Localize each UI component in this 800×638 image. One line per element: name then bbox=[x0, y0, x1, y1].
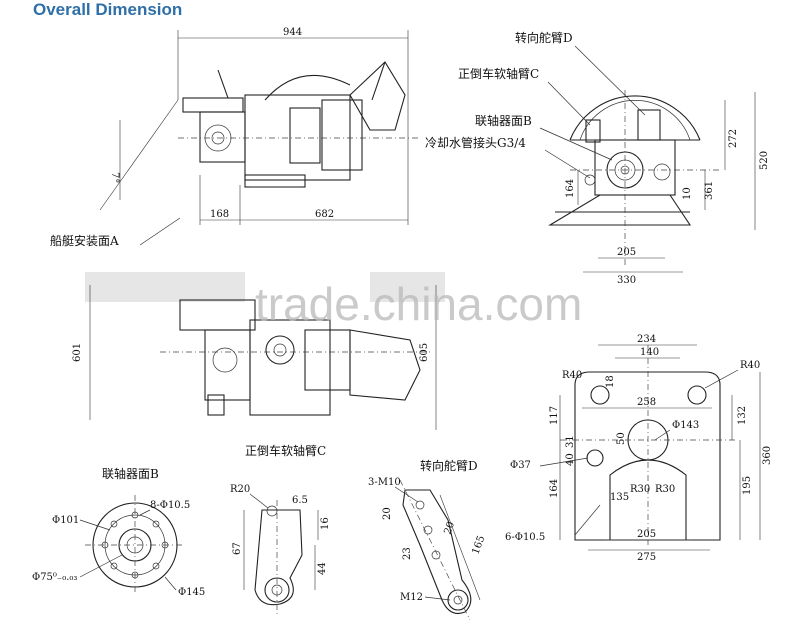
dim-40: 40 bbox=[565, 453, 576, 466]
mount-face-view: 234 140 R40 R40 18 258 117 132 31 40 50 … bbox=[505, 334, 773, 563]
coupling-face-title: 联轴器面B bbox=[102, 466, 159, 481]
dim-601: 601 bbox=[72, 343, 83, 362]
label-shift-arm-c: 正倒车软轴臂C bbox=[458, 66, 539, 81]
steering-arm-detail: 转向舵臂D 3-M10 20 20 165 23 M12 bbox=[368, 458, 487, 621]
dim-360: 360 bbox=[762, 446, 773, 465]
dim-330: 330 bbox=[617, 275, 636, 286]
front-view: 转向舵臂D 正倒车软轴臂C 联轴器面B 冷却水管接头G3/4 272 520 1… bbox=[425, 30, 770, 286]
dim-50: 50 bbox=[616, 432, 627, 445]
dim-phi101: Φ101 bbox=[52, 515, 79, 526]
dim-phi75: Φ75⁰₋₀.₀₃ bbox=[32, 572, 77, 583]
dim-67: 67 bbox=[232, 542, 243, 555]
dim-7deg: 7° bbox=[109, 172, 120, 183]
watermark: trade.china.com bbox=[255, 278, 582, 330]
dim-195: 195 bbox=[742, 476, 753, 495]
dim-phi37: Φ37 bbox=[510, 460, 531, 471]
dim-3-m10: 3-M10 bbox=[368, 477, 401, 488]
dim-275: 275 bbox=[637, 552, 656, 563]
dim-6-phi10-5: 6-Φ10.5 bbox=[505, 532, 545, 543]
coupling-face-view: 联轴器面B 8-Φ10.5 Φ101 Φ75⁰₋₀.₀₃ Φ145 bbox=[32, 466, 205, 598]
dim-205-mount: 205 bbox=[637, 529, 656, 540]
side-view: 944 7° 168 682 船艇安装面A bbox=[50, 27, 420, 248]
dim-165: 165 bbox=[470, 534, 487, 556]
dim-605: 605 bbox=[419, 343, 430, 362]
dim-20-a: 20 bbox=[382, 507, 393, 520]
shift-arm-detail: R20 6.5 16 67 44 bbox=[230, 484, 331, 615]
dim-361: 361 bbox=[704, 181, 715, 200]
dim-135: 135 bbox=[610, 492, 629, 503]
dim-16: 16 bbox=[320, 517, 331, 530]
page-title: Overall Dimension bbox=[33, 0, 183, 19]
dim-682: 682 bbox=[315, 209, 334, 220]
dim-18: 18 bbox=[605, 375, 616, 388]
dim-520: 520 bbox=[759, 151, 770, 170]
dim-944: 944 bbox=[283, 27, 302, 38]
dim-8-phi10-5: 8-Φ10.5 bbox=[150, 500, 190, 511]
dim-117: 117 bbox=[549, 406, 560, 425]
dim-6-5: 6.5 bbox=[292, 495, 308, 506]
dim-phi143: Φ143 bbox=[672, 420, 699, 431]
dim-r30-left: R30 bbox=[630, 484, 650, 495]
label-steering-arm-d: 转向舵臂D bbox=[515, 30, 573, 45]
dim-phi145: Φ145 bbox=[178, 587, 205, 598]
dim-258: 258 bbox=[637, 397, 656, 408]
dim-234: 234 bbox=[637, 334, 656, 345]
dim-m12: M12 bbox=[400, 592, 423, 603]
label-mount-face-a: 船艇安装面A bbox=[50, 233, 119, 248]
dim-205: 205 bbox=[617, 247, 636, 258]
top-view: 601 605 正倒车软轴臂C bbox=[72, 272, 445, 458]
dim-164: 164 bbox=[565, 179, 576, 198]
steering-arm-title: 转向舵臂D bbox=[420, 458, 478, 473]
dim-132: 132 bbox=[737, 406, 748, 425]
label-cooling-pipe: 冷却水管接头G3/4 bbox=[425, 135, 526, 150]
dim-r40-left: R40 bbox=[562, 370, 582, 381]
dim-r20: R20 bbox=[230, 484, 250, 495]
dim-23: 23 bbox=[402, 547, 413, 560]
dim-r40-right: R40 bbox=[740, 360, 760, 371]
dim-r30-right: R30 bbox=[655, 484, 675, 495]
dim-140: 140 bbox=[640, 347, 659, 358]
dim-31: 31 bbox=[565, 435, 576, 448]
label-coupling-b: 联轴器面B bbox=[475, 113, 532, 128]
label-shift-arm-c-bottom: 正倒车软轴臂C bbox=[245, 443, 326, 458]
dim-272: 272 bbox=[728, 129, 739, 148]
dim-20-b: 20 bbox=[442, 520, 457, 536]
dim-168: 168 bbox=[210, 209, 229, 220]
dim-10: 10 bbox=[682, 187, 693, 200]
dim-44: 44 bbox=[317, 562, 328, 575]
dim-164-mount: 164 bbox=[549, 479, 560, 498]
